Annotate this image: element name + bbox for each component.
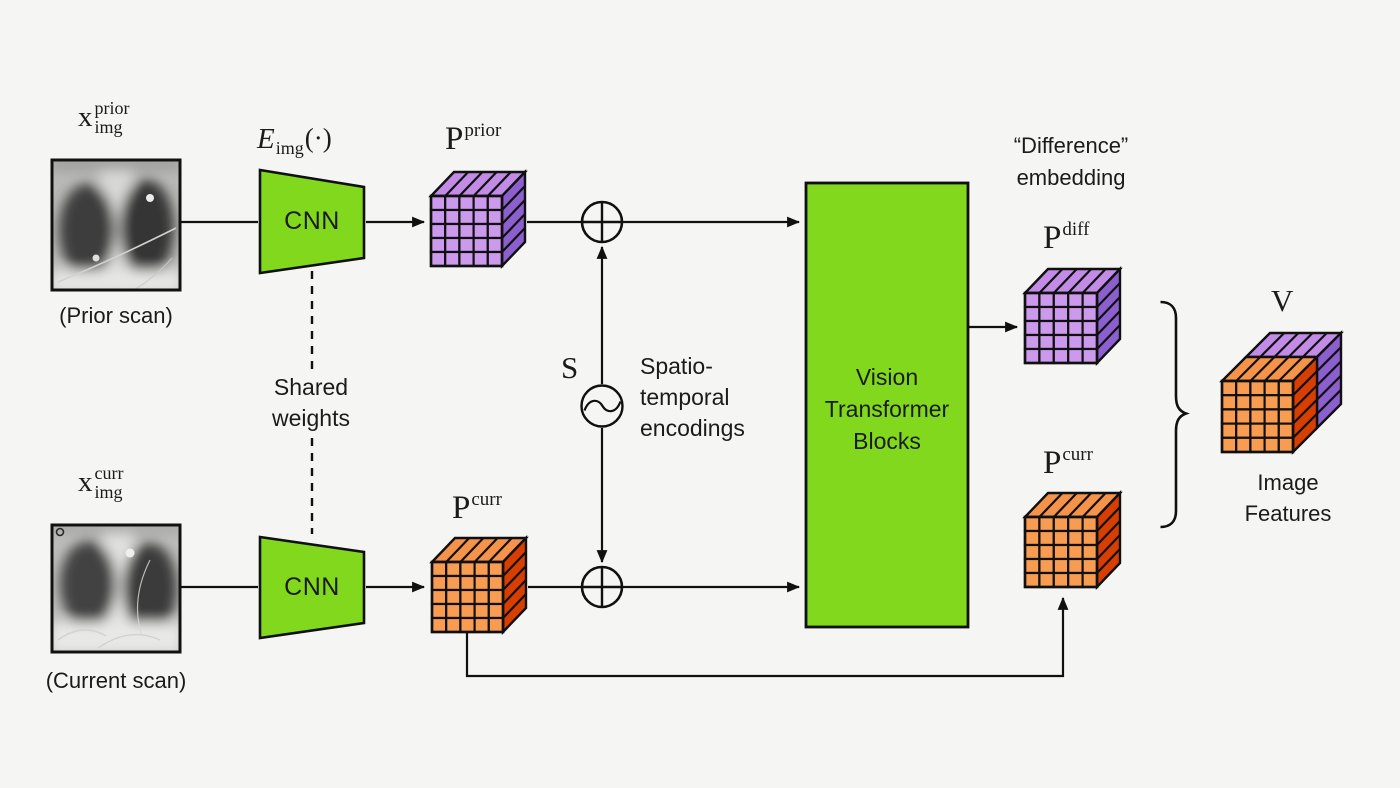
vision-transformer-block <box>804 181 970 629</box>
p-curr-left-label: P curr <box>452 489 502 526</box>
math-supsub: curr img <box>95 464 124 502</box>
encoder-function-label: E img (·) <box>257 123 332 158</box>
math-sup: prior <box>464 120 502 141</box>
math-sup: curr <box>1062 444 1093 465</box>
math-supsub: prior img <box>95 99 130 137</box>
spatio-temporal-label: Spatio- temporal encodings <box>640 353 745 441</box>
s-symbol-label: S <box>561 350 579 385</box>
math-sup: diff <box>1062 219 1090 240</box>
math-sup: prior <box>94 98 130 118</box>
p-prior-cube <box>428 169 528 269</box>
pcurr-skip-connection-arrow <box>465 596 1069 678</box>
prior-xray-image <box>50 158 182 292</box>
math-sup: curr <box>94 463 124 483</box>
p-diff-cube <box>1022 266 1123 366</box>
math-sub: img <box>94 116 123 137</box>
math-base: P <box>1043 445 1062 481</box>
p-curr-right-label: P curr <box>1043 444 1093 481</box>
cnn-bottom-label: CNN <box>284 573 340 601</box>
v-symbol-label: V <box>1271 283 1294 318</box>
difference-embedding-label: “Difference” embedding <box>1013 133 1129 190</box>
math-sub: img <box>94 481 123 502</box>
image-features-label: Image Features <box>1244 470 1332 526</box>
math-base: x <box>78 101 93 133</box>
math-base: P <box>452 490 471 526</box>
p-curr-left-cube <box>429 535 529 635</box>
math-args: (·) <box>304 123 332 153</box>
p-curr-right-cube <box>1022 490 1123 590</box>
prior-scan-caption: (Prior scan) <box>59 303 173 328</box>
prior-input-label: x prior img <box>78 99 130 137</box>
shared-weights-label: Shared weights <box>272 374 350 431</box>
math-base: x <box>78 466 93 498</box>
p-prior-label: P prior <box>445 120 502 157</box>
flow-lines <box>181 216 1069 678</box>
cnn-top-label: CNN <box>284 207 340 235</box>
v-cube-front-layer <box>1219 354 1320 455</box>
vit-block-label: Vision Transformer Blocks <box>824 364 950 454</box>
add-symbol-top <box>580 200 624 244</box>
current-xray-image <box>50 523 182 654</box>
current-scan-caption: (Current scan) <box>45 668 187 693</box>
p-diff-label: P diff <box>1043 219 1090 256</box>
current-input-label: x curr img <box>78 464 123 502</box>
math-base: P <box>1043 220 1062 256</box>
sinusoid-encoding-icon <box>580 384 624 428</box>
cnn-bottom-trapezoid <box>258 535 366 640</box>
math-base: E <box>257 123 275 155</box>
math-base: P <box>445 121 464 157</box>
add-symbol-bottom <box>580 565 624 609</box>
math-sub: img <box>275 138 304 158</box>
cnn-top-trapezoid <box>258 168 366 275</box>
features-brace <box>1160 300 1190 529</box>
math-sup: curr <box>471 489 502 510</box>
